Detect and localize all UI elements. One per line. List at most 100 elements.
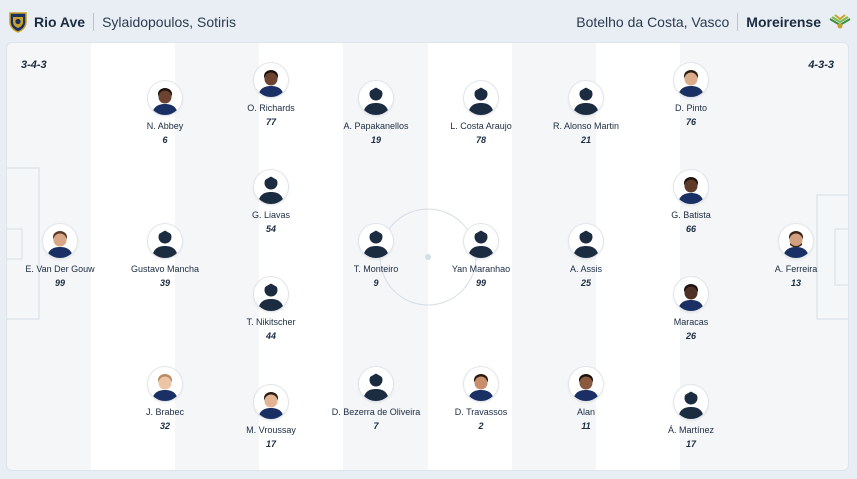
pitch-stripe <box>596 43 680 470</box>
player-silhouette-icon <box>569 224 603 258</box>
player-silhouette-icon <box>464 224 498 258</box>
player-name: T. Monteiro <box>353 264 399 274</box>
player-card[interactable]: Maracas 26 <box>636 277 746 341</box>
divider <box>93 13 95 31</box>
player-name: D. Bezerra de Oliveira <box>331 407 421 417</box>
player-number: 54 <box>265 224 276 234</box>
player-card[interactable]: Á. Martínez 17 <box>636 385 746 449</box>
player-card[interactable]: D. Travassos 2 <box>426 367 536 431</box>
player-card[interactable]: Alan 11 <box>531 367 641 431</box>
player-silhouette-icon <box>359 367 393 401</box>
player-card[interactable]: J. Brabec 32 <box>110 367 220 431</box>
player-card[interactable]: M. Vroussay 17 <box>216 385 326 449</box>
player-card[interactable]: Gustavo Mancha 39 <box>110 224 220 288</box>
player-number: 66 <box>685 224 696 234</box>
player-name: J. Brabec <box>145 407 185 417</box>
player-name: G. Batista <box>671 210 711 220</box>
player-name: O. Richards <box>247 103 295 113</box>
player-silhouette-icon <box>359 224 393 258</box>
player-silhouette-icon <box>569 81 603 115</box>
home-team-name[interactable]: Rio Ave <box>34 14 86 30</box>
player-card[interactable]: T. Monteiro 9 <box>321 224 431 288</box>
player-number: 99 <box>475 278 486 288</box>
player-card[interactable]: Yan Maranhao 99 <box>426 224 536 288</box>
player-number: 9 <box>373 278 379 288</box>
player-number: 77 <box>265 117 276 127</box>
rio-ave-crest-icon[interactable] <box>8 11 28 33</box>
player-card[interactable]: O. Richards 77 <box>216 63 326 127</box>
player-photo <box>148 367 182 401</box>
player-number: 39 <box>159 278 170 288</box>
home-formation: 3-4-3 <box>21 59 47 71</box>
player-name: Yan Maranhao <box>451 264 511 274</box>
player-name: G. Liavas <box>251 210 291 220</box>
player-number: 19 <box>370 135 381 145</box>
player-name: D. Pinto <box>674 103 707 113</box>
lineup-header: Rio Ave Sylaidopoulos, Sotiris Botelho d… <box>0 0 857 44</box>
player-card[interactable]: G. Liavas 54 <box>216 170 326 234</box>
player-name: A. Assis <box>569 264 602 274</box>
player-card[interactable]: R. Alonso Martin 21 <box>531 81 641 145</box>
player-card[interactable]: N. Abbey 6 <box>110 81 220 145</box>
player-card[interactable]: T. Nikitscher 44 <box>216 277 326 341</box>
player-name: L. Costa Araujo <box>450 121 512 131</box>
player-silhouette-icon <box>148 224 182 258</box>
player-number: 11 <box>581 421 591 431</box>
player-name: Á. Martínez <box>667 425 714 435</box>
pitch-stripe <box>428 43 512 470</box>
home-coach-name[interactable]: Sylaidopoulos, Sotiris <box>102 14 236 30</box>
player-silhouette-icon <box>254 277 288 311</box>
away-formation: 4-3-3 <box>808 59 834 71</box>
player-number: 99 <box>54 278 65 288</box>
player-number: 44 <box>265 331 276 341</box>
player-silhouette-icon <box>464 81 498 115</box>
away-team-name[interactable]: Moreirense <box>746 14 821 30</box>
player-name: A. Papakanellos <box>343 121 409 131</box>
player-card[interactable]: A. Papakanellos 19 <box>321 81 431 145</box>
player-card[interactable]: D. Pinto 76 <box>636 63 746 127</box>
player-number: 13 <box>790 278 801 288</box>
moreirense-crest-icon[interactable] <box>829 11 851 33</box>
player-photo <box>148 81 182 115</box>
player-photo <box>674 170 708 204</box>
pitch: 3-4-3 4-3-3 E. Van Der Gouw 99 N. Abbey … <box>6 42 849 471</box>
home-team-info: Rio Ave Sylaidopoulos, Sotiris <box>0 11 236 33</box>
player-photo <box>254 385 288 419</box>
player-silhouette-icon <box>674 385 708 419</box>
player-number: 2 <box>478 421 484 431</box>
player-card[interactable]: G. Batista 66 <box>636 170 746 234</box>
player-number: 21 <box>580 135 591 145</box>
player-name: R. Alonso Martin <box>552 121 620 131</box>
player-card[interactable]: A. Assis 25 <box>531 224 641 288</box>
player-silhouette-icon <box>359 81 393 115</box>
player-number: 32 <box>159 421 170 431</box>
player-number: 17 <box>265 439 276 449</box>
player-card[interactable]: A. Ferreira 13 <box>741 224 848 288</box>
player-photo <box>569 367 603 401</box>
divider <box>737 13 739 31</box>
player-photo <box>254 63 288 97</box>
player-name: D. Travassos <box>454 407 508 417</box>
away-team-info: Botelho da Costa, Vasco Moreirense <box>576 11 857 33</box>
player-name: E. Van Der Gouw <box>25 264 95 274</box>
player-number: 26 <box>685 331 696 341</box>
player-photo <box>43 224 77 258</box>
player-photo <box>674 63 708 97</box>
player-name: M. Vroussay <box>246 425 296 435</box>
player-number: 6 <box>162 135 168 145</box>
player-card[interactable]: D. Bezerra de Oliveira 7 <box>321 367 431 431</box>
player-name: Gustavo Mancha <box>130 264 200 274</box>
player-photo <box>464 367 498 401</box>
player-name: N. Abbey <box>146 121 184 131</box>
player-name: Alan <box>576 407 595 417</box>
player-silhouette-icon <box>254 170 288 204</box>
player-number: 25 <box>580 278 591 288</box>
away-coach-name[interactable]: Botelho da Costa, Vasco <box>576 14 730 30</box>
player-photo <box>674 277 708 311</box>
player-name: A. Ferreira <box>774 264 818 274</box>
player-number: 78 <box>475 135 486 145</box>
player-number: 76 <box>685 117 696 127</box>
player-card[interactable]: L. Costa Araujo 78 <box>426 81 536 145</box>
player-card[interactable]: E. Van Der Gouw 99 <box>7 224 115 288</box>
player-name: T. Nikitscher <box>246 317 296 327</box>
